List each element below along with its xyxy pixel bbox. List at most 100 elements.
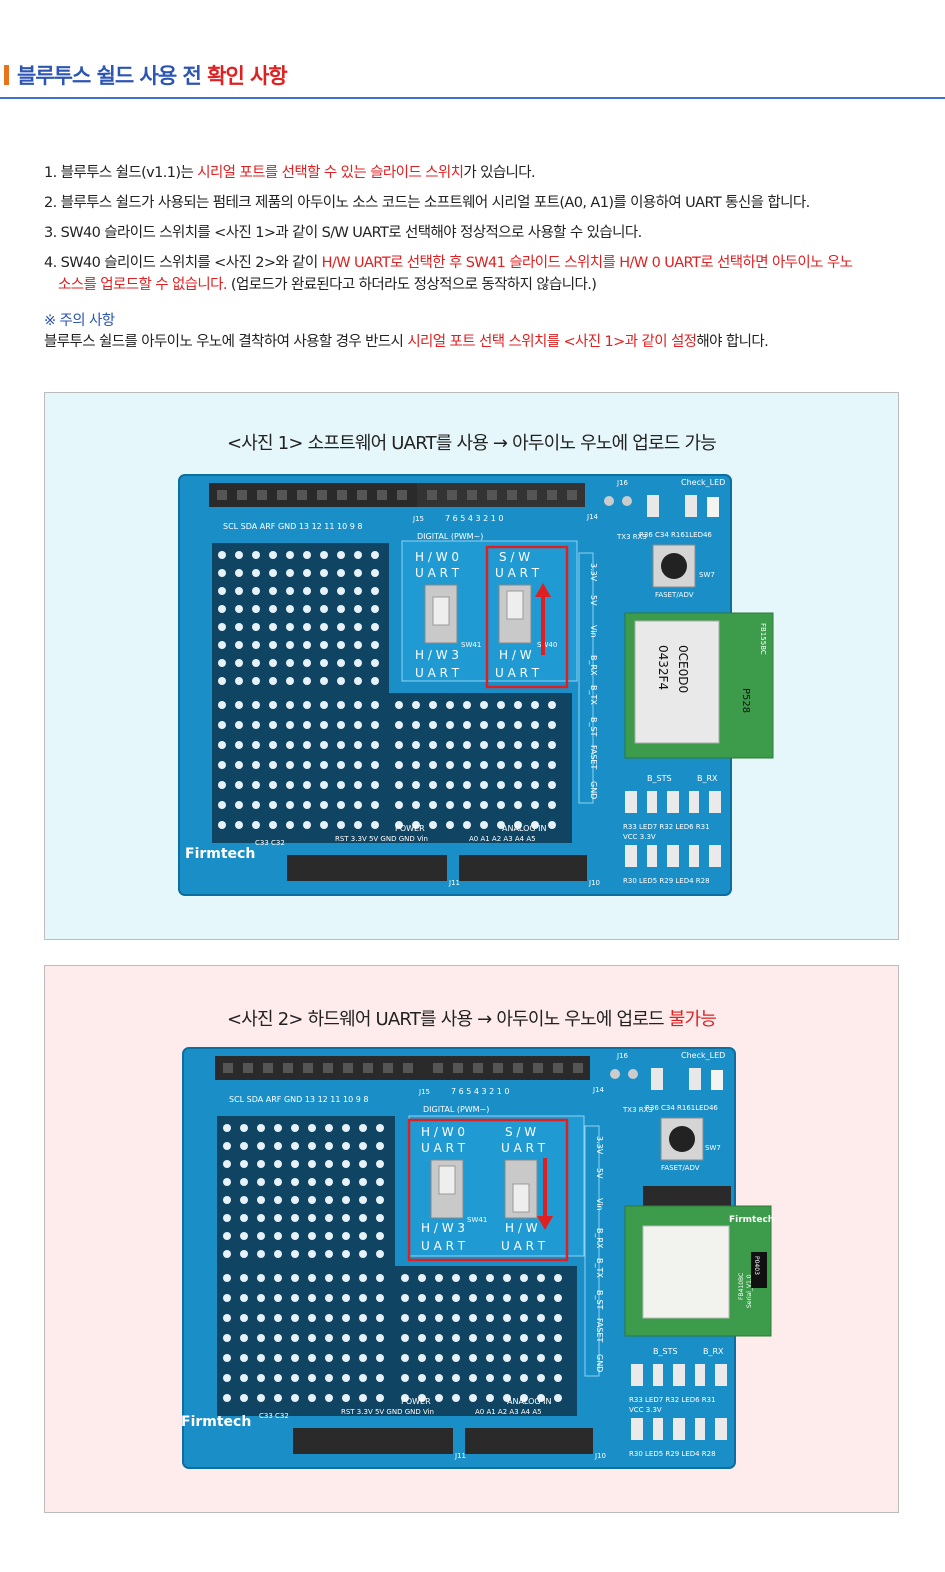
hw-label: H / W xyxy=(505,1221,538,1235)
hw3-label: H / W 3 xyxy=(415,648,459,662)
sw41-label: SW41 xyxy=(467,1216,487,1224)
analog-label: ANALOG IN xyxy=(507,1397,552,1406)
svg-text:B_ST: B_ST xyxy=(595,1290,604,1310)
hw3-uart-label: U A R T xyxy=(415,666,460,680)
bluetooth-module-fb410bc: P0403 Firmtech FB410BC Serial_V1.0 xyxy=(624,1205,774,1337)
arrow-up-icon xyxy=(535,583,551,655)
pin-holes-top xyxy=(223,1063,583,1073)
hw0-uart-label: U A R T xyxy=(421,1141,466,1155)
title-highlight: 확인 사항 xyxy=(207,64,288,88)
digital-label: DIGITAL (PWM~) xyxy=(417,532,483,541)
svg-text:GND: GND xyxy=(589,781,598,799)
c33-c32-label: C33 C32 xyxy=(259,1412,289,1420)
svg-text:5V: 5V xyxy=(595,1168,604,1179)
hw3-uart-label: U A R T xyxy=(421,1239,466,1253)
highlight-box xyxy=(485,545,569,689)
analog-header xyxy=(459,855,587,881)
b-rx-label: B_RX xyxy=(697,774,718,783)
j14-label: J14 xyxy=(592,1086,605,1094)
power-header xyxy=(287,855,447,881)
top-pin-labels: SCL SDA ARF GND 13 12 11 10 9 8 xyxy=(223,522,362,531)
svg-text:B_RX: B_RX xyxy=(589,655,598,676)
j10-label: J10 xyxy=(594,1452,606,1460)
vcc-label: VCC 3.3V xyxy=(623,833,656,841)
misc-label-1: R36 C34 R161LED46 xyxy=(639,531,712,539)
led-row-1-labels: R33 LED7 R32 LED6 R31 xyxy=(623,823,710,831)
perfboard-area xyxy=(217,1116,577,1416)
led-row-1-labels: R33 LED7 R32 LED6 R31 xyxy=(629,1396,716,1404)
slide-switch-sw41 xyxy=(430,1159,464,1219)
hw-label: H / W xyxy=(499,648,532,662)
top-pin-labels: SCL SDA ARF GND 13 12 11 10 9 8 xyxy=(229,1095,368,1104)
firmtech-logo: Firmtech xyxy=(185,846,255,862)
sw-uart-label: U A R T xyxy=(495,566,540,580)
j15-label: J15 xyxy=(412,515,424,523)
analog-pins-label: A0 A1 A2 A3 A4 A5 xyxy=(469,835,536,843)
check-led-label: Check_LED xyxy=(681,478,725,487)
hw-uart-label: U A R T xyxy=(501,1239,546,1253)
caution-title: ※ 주의 사항 xyxy=(44,313,115,329)
caution-note: ※ 주의 사항 블루투스 쉴드를 아두이노 우노에 결착하여 사용할 경우 반드… xyxy=(44,311,769,353)
list-item: 1. 블루투스 쉴드(v1.1)는 시리얼 포트를 선택할 수 있는 슬라이드 … xyxy=(44,165,536,181)
arrow-down-icon xyxy=(537,1158,553,1230)
svg-text:FB155BC: FB155BC xyxy=(759,623,767,655)
header-accent-bar xyxy=(4,65,9,85)
photo-panel-1: <사진 1> 소프트웨어 UART를 사용 → 아두이노 우노에 업로드 가능 … xyxy=(44,392,899,940)
svg-text:B_TX: B_TX xyxy=(595,1258,604,1278)
j16-label: J16 xyxy=(616,479,629,487)
perfboard-holes xyxy=(223,1124,562,1402)
svg-text:Serial_V1.0: Serial_V1.0 xyxy=(746,1274,753,1308)
power-label: POWER xyxy=(395,824,425,833)
section-header: 블루투스 쉴드 사용 전 확인 사항 xyxy=(0,58,945,100)
header-rule xyxy=(0,97,945,99)
hw0-uart-label: U A R T xyxy=(415,566,460,580)
svg-text:FASET: FASET xyxy=(589,745,598,769)
j16-label: J16 xyxy=(616,1052,629,1060)
push-button-sw7 xyxy=(652,544,696,588)
power-header xyxy=(293,1428,453,1454)
slide-switch-sw40 xyxy=(504,1159,538,1219)
check-led-label: Check_LED xyxy=(681,1051,725,1060)
b-sts-label: B_STS xyxy=(653,1347,678,1356)
slide-switch-sw41 xyxy=(424,584,458,644)
list-item: 3. SW40 슬라이드 스위치를 <사진 1>과 같이 S/W UART로 선… xyxy=(44,225,642,241)
b-rx-label: B_RX xyxy=(703,1347,724,1356)
page-title: 블루투스 쉴드 사용 전 확인 사항 xyxy=(17,64,288,88)
j11-label: J11 xyxy=(454,1452,466,1460)
hw0-label: H / W 0 xyxy=(415,550,459,564)
highlight-box xyxy=(407,1118,569,1262)
power-label: POWER xyxy=(401,1397,431,1406)
top-pin-labels-2: 7 6 5 4 3 2 1 0 xyxy=(451,1087,510,1096)
svg-text:FASET: FASET xyxy=(595,1318,604,1342)
svg-text:3.3V: 3.3V xyxy=(595,1136,604,1155)
svg-text:0CE0D0: 0CE0D0 xyxy=(676,645,690,693)
svg-text:P0403: P0403 xyxy=(753,1256,760,1275)
led-row-2-labels: R30 LED5 R29 LED4 R28 xyxy=(629,1450,716,1458)
pin-holes-top xyxy=(217,490,577,500)
notice-list: 1. 블루투스 쉴드(v1.1)는 시리얼 포트를 선택할 수 있는 슬라이드 … xyxy=(44,162,924,304)
push-button-sw7 xyxy=(660,1117,704,1161)
smd-components xyxy=(631,1364,727,1440)
svg-text:P528: P528 xyxy=(740,688,751,713)
analog-pins-label: A0 A1 A2 A3 A4 A5 xyxy=(475,1408,542,1416)
j11-label: J11 xyxy=(448,879,460,887)
txrx-label: TX3 RX3 xyxy=(616,533,647,541)
svg-text:Firmtech: Firmtech xyxy=(729,1215,774,1225)
faset-label: FASET/ADV xyxy=(661,1164,700,1172)
list-item: 4. SW40 슬리이드 스위치를 <사진 2>와 같이 H/W UART로 선… xyxy=(44,255,853,293)
sw7-label: SW7 xyxy=(699,571,715,579)
smd-components xyxy=(625,791,721,867)
svg-text:FB410BC: FB410BC xyxy=(738,1273,745,1300)
photo-caption-2: <사진 2> 하드웨어 UART를 사용 → 아두이노 우노에 업로드 불가능 xyxy=(227,1009,717,1030)
top-pin-labels-2: 7 6 5 4 3 2 1 0 xyxy=(445,514,504,523)
svg-text:Vin: Vin xyxy=(589,625,598,638)
svg-text:B_ST: B_ST xyxy=(589,717,598,737)
b-sts-label: B_STS xyxy=(647,774,672,783)
vcc-label: VCC 3.3V xyxy=(629,1406,662,1414)
side-pin-labels: 3.3V 5V Vin B_RX B_TX B_ST FASET GND xyxy=(578,552,598,804)
svg-text:GND: GND xyxy=(595,1354,604,1372)
bluetooth-module-fb155bc: 0432F4 0CE0D0 P528 FB155BC xyxy=(624,612,774,759)
board-photo-2: SCL SDA ARF GND 13 12 11 10 9 8 7 6 5 4 … xyxy=(181,1047,774,1469)
j10-label: J10 xyxy=(588,879,600,887)
svg-text:B_RX: B_RX xyxy=(595,1228,604,1249)
